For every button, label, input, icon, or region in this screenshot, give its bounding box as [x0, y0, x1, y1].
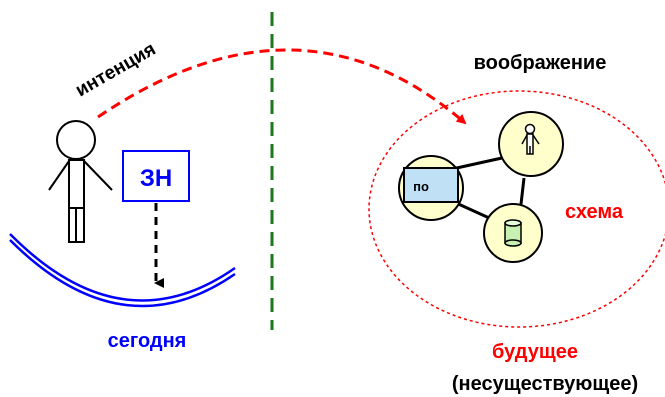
po-box-label: по [413, 179, 429, 194]
today-label: сегодня [108, 330, 187, 352]
future-label: будущее [492, 341, 578, 363]
intention-label: интенция [72, 39, 160, 102]
schema-network: по [398, 111, 564, 263]
imagination-label: воображение [474, 52, 607, 74]
database-cylinder-icon [504, 219, 522, 247]
today-arc-inner [9, 239, 236, 308]
stick-figure-icon [48, 120, 113, 243]
nonexistent-label: (несуществующее) [452, 373, 638, 395]
po-box [403, 167, 459, 203]
intention-arc [97, 48, 467, 125]
mini-person-icon [521, 123, 540, 155]
schema-label: схема [565, 201, 624, 223]
future-circle [368, 90, 665, 328]
knowledge-box-icon [122, 150, 190, 202]
today-arc-outer [9, 233, 236, 302]
knowledge-box-label: ЗН [140, 165, 172, 192]
